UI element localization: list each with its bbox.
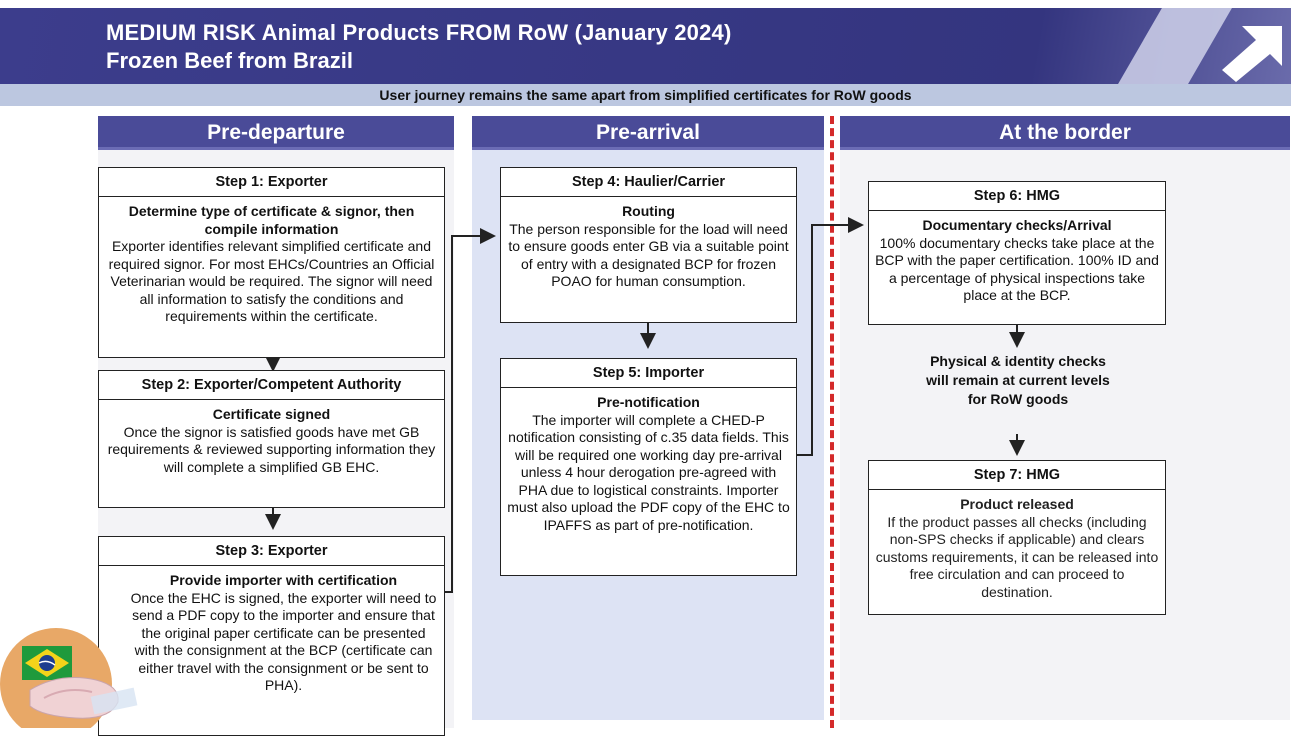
step-4-title: Step 4: Haulier/Carrier	[501, 168, 796, 197]
step-4-body: The person responsible for the load will…	[508, 220, 789, 290]
step-3-box: Step 3: Exporter Provide importer with c…	[98, 536, 445, 736]
page-title: MEDIUM RISK Animal Products FROM RoW (Ja…	[106, 20, 732, 45]
beef-icon	[29, 677, 138, 719]
step-2-title: Step 2: Exporter/Competent Authority	[99, 371, 444, 400]
step-1-body: Exporter identifies relevant simplified …	[108, 238, 435, 324]
step-2-body: Once the signor is satisfied goods have …	[107, 423, 436, 475]
logo-arrow-icon	[1222, 26, 1282, 82]
step-3-title: Step 3: Exporter	[99, 537, 444, 566]
phase-pre-departure: Pre-departure	[98, 116, 454, 150]
step-7-subtitle: Product released	[960, 496, 1074, 512]
arrow-step3-step4	[444, 228, 496, 593]
step-3-body: Once the EHC is signed, the exporter wil…	[130, 589, 437, 694]
border-divider	[830, 116, 834, 728]
step-4-subtitle: Routing	[622, 203, 675, 219]
step-7-title: Step 7: HMG	[869, 461, 1165, 490]
step-1-box: Step 1: Exporter Determine type of certi…	[98, 167, 445, 358]
step-5-box: Step 5: Importer Pre-notification The im…	[500, 358, 797, 576]
step-6-box: Step 6: HMG Documentary checks/Arrival 1…	[868, 181, 1166, 325]
page-subtitle: Frozen Beef from Brazil	[106, 48, 353, 73]
step-1-title: Step 1: Exporter	[99, 168, 444, 197]
step-7-body: If the product passes all checks (includ…	[875, 513, 1159, 600]
step-1-subtitle: Determine type of certificate & signor, …	[128, 203, 415, 237]
step-5-body: The importer will complete a CHED-P noti…	[507, 411, 790, 533]
step-2-subtitle: Certificate signed	[212, 406, 331, 422]
phase-pre-arrival: Pre-arrival	[472, 116, 824, 150]
step-7-box: Step 7: HMG Product released If the prod…	[868, 460, 1166, 615]
step-5-title: Step 5: Importer	[501, 359, 796, 388]
step-5-subtitle: Pre-notification	[597, 394, 700, 410]
step-6-subtitle: Documentary checks/Arrival	[922, 217, 1112, 233]
phase-at-the-border: At the border	[840, 116, 1290, 150]
step-4-box: Step 4: Haulier/Carrier Routing The pers…	[500, 167, 797, 323]
step-6-body: 100% documentary checks take place at th…	[875, 234, 1159, 304]
step-6-title: Step 6: HMG	[869, 182, 1165, 211]
country-badge	[0, 628, 140, 736]
step-2-box: Step 2: Exporter/Competent Authority Cer…	[98, 370, 445, 508]
checks-note: Physical & identity checks will remain a…	[926, 353, 1110, 407]
subtitle-bar: User journey remains the same apart from…	[0, 84, 1291, 106]
header-banner: MEDIUM RISK Animal Products FROM RoW (Ja…	[0, 8, 1291, 84]
arrow-step5-step6	[796, 217, 864, 456]
step-3-subtitle: Provide importer with certification	[169, 572, 398, 588]
brazil-flag-icon	[0, 628, 138, 736]
